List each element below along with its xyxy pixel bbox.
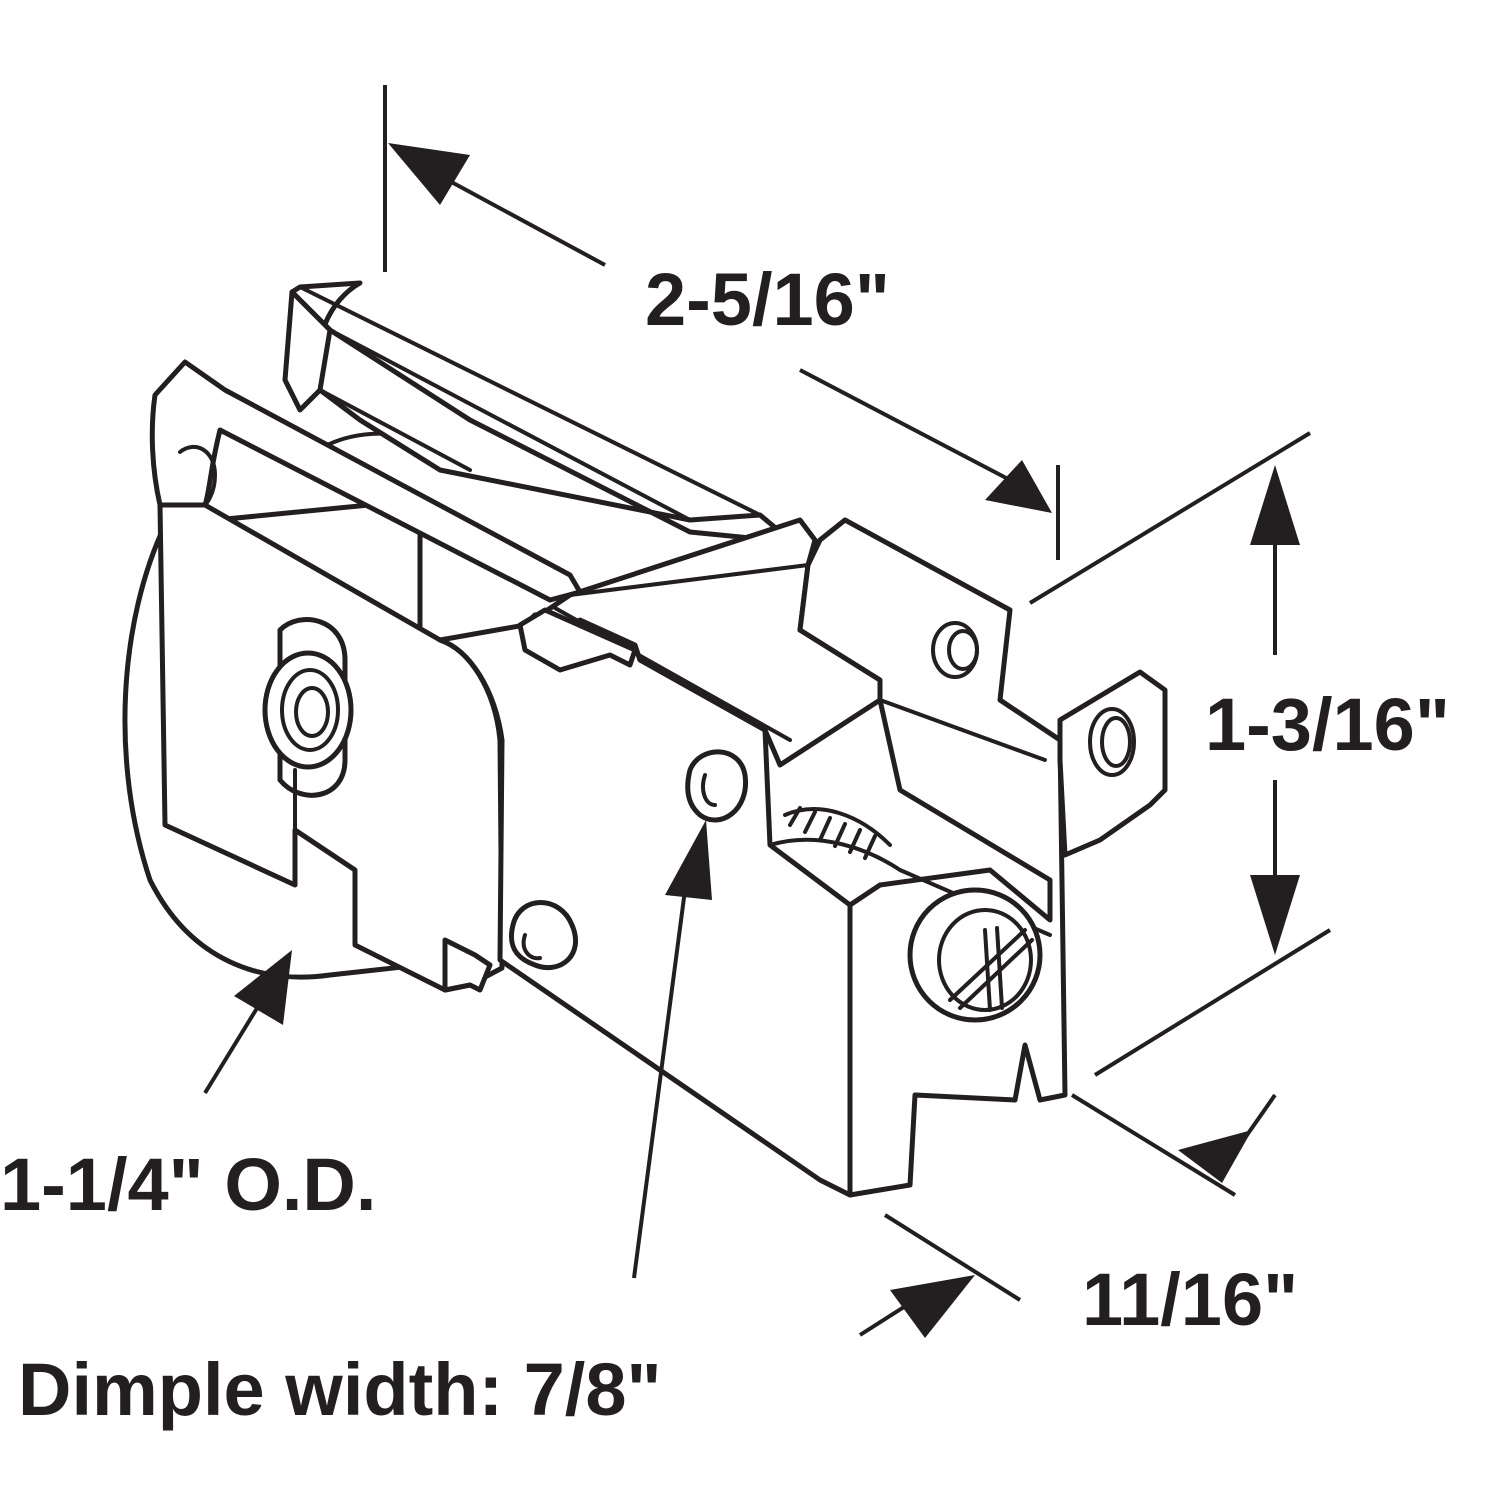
- spring: [783, 806, 892, 860]
- adjustment-screw: [907, 887, 1043, 1023]
- front-plate-foot: [442, 937, 493, 993]
- length-arrow-right: [985, 460, 1052, 513]
- wheel-od-leader: [203, 998, 264, 1095]
- axle-bushing: [262, 617, 354, 887]
- width-extension-right: [1070, 1093, 1237, 1197]
- dimension-dimple-label: Dimple width: 7/8": [18, 1348, 662, 1431]
- dimension-length-label: 2-5/16": [645, 258, 890, 341]
- height-arrow-top: [1250, 465, 1300, 545]
- housing-body: [149, 359, 1168, 1198]
- wheel-od-arrow: [234, 950, 292, 1025]
- height-extension-top: [1028, 431, 1312, 605]
- dimension-width-label: 11/16": [1082, 1258, 1298, 1341]
- width-extension-left: [883, 1213, 1022, 1302]
- height-arrow-bottom: [1250, 875, 1300, 955]
- width-arrow-lower: [890, 1275, 975, 1338]
- dimple-arrow: [665, 820, 712, 900]
- dimension-lines: [203, 85, 1332, 1338]
- width-arrow-upper: [1178, 1130, 1252, 1183]
- length-dimline-b: [799, 368, 1011, 482]
- height-extension-bottom: [1093, 928, 1332, 1077]
- dimension-wheel-od-label: 1-1/4" O.D.: [0, 1143, 376, 1226]
- rail-notch-tab: [517, 607, 638, 673]
- dimples: [509, 749, 748, 971]
- dimension-height-label: 1-3/16": [1205, 683, 1450, 766]
- dimple-leader: [632, 889, 687, 1279]
- roller-assembly-illustration: [122, 280, 1168, 1198]
- length-arrow-left: [388, 143, 470, 205]
